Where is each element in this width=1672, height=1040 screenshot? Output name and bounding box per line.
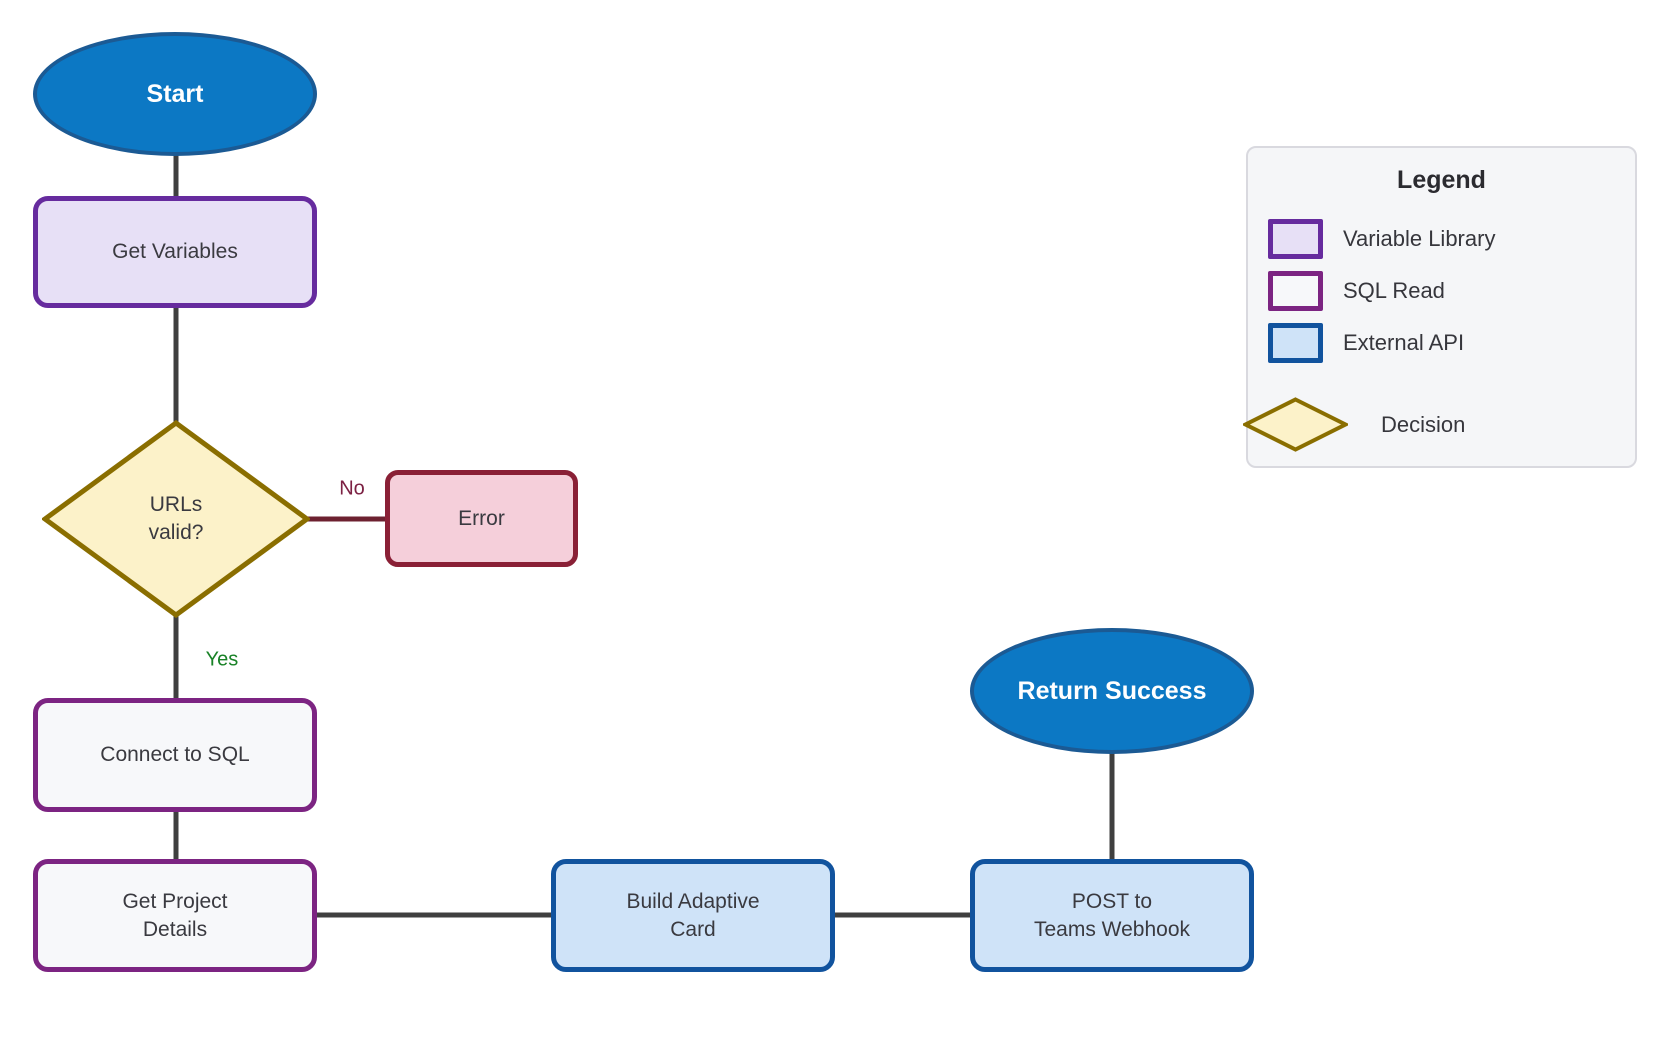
legend-label: External API bbox=[1343, 330, 1465, 355]
edge-label-no: No bbox=[336, 477, 368, 501]
legend-swatch-sql-read bbox=[1268, 271, 1323, 311]
legend-panel: Legend Variable Library SQL Read Externa… bbox=[1243, 146, 1637, 468]
node-start: Start bbox=[33, 32, 317, 156]
legend-swatch-decision-diamond bbox=[1243, 397, 1348, 452]
node-build-adaptive-card: Build Adaptive Card bbox=[551, 859, 835, 972]
decision-diamond-shape bbox=[42, 420, 310, 618]
legend-item-variable-library: Variable Library bbox=[1268, 219, 1615, 259]
node-urls-valid-decision: URLs valid? bbox=[42, 420, 310, 618]
node-post-to-teams-webhook: POST to Teams Webhook bbox=[970, 859, 1254, 972]
legend-swatch-external-api bbox=[1268, 323, 1323, 363]
decision-label: URLs valid? bbox=[148, 493, 204, 544]
legend-label: Decision bbox=[1381, 411, 1466, 437]
legend-label: SQL Read bbox=[1343, 278, 1445, 303]
legend-item-external-api: External API bbox=[1268, 323, 1615, 363]
legend-title: Legend bbox=[1397, 166, 1486, 194]
node-connect-to-sql: Connect to SQL bbox=[33, 698, 317, 812]
node-error: Error bbox=[385, 470, 578, 567]
node-return-success: Return Success bbox=[970, 628, 1254, 754]
legend-item-sql-read: SQL Read bbox=[1268, 271, 1615, 311]
legend-label: Variable Library bbox=[1343, 226, 1496, 251]
node-get-variables: Get Variables bbox=[33, 196, 317, 308]
node-get-project-details: Get Project Details bbox=[33, 859, 317, 972]
legend-swatch-variable-library bbox=[1268, 219, 1323, 259]
edge-label-yes: Yes bbox=[202, 648, 242, 672]
legend-item-decision: Decision bbox=[1243, 397, 1615, 452]
